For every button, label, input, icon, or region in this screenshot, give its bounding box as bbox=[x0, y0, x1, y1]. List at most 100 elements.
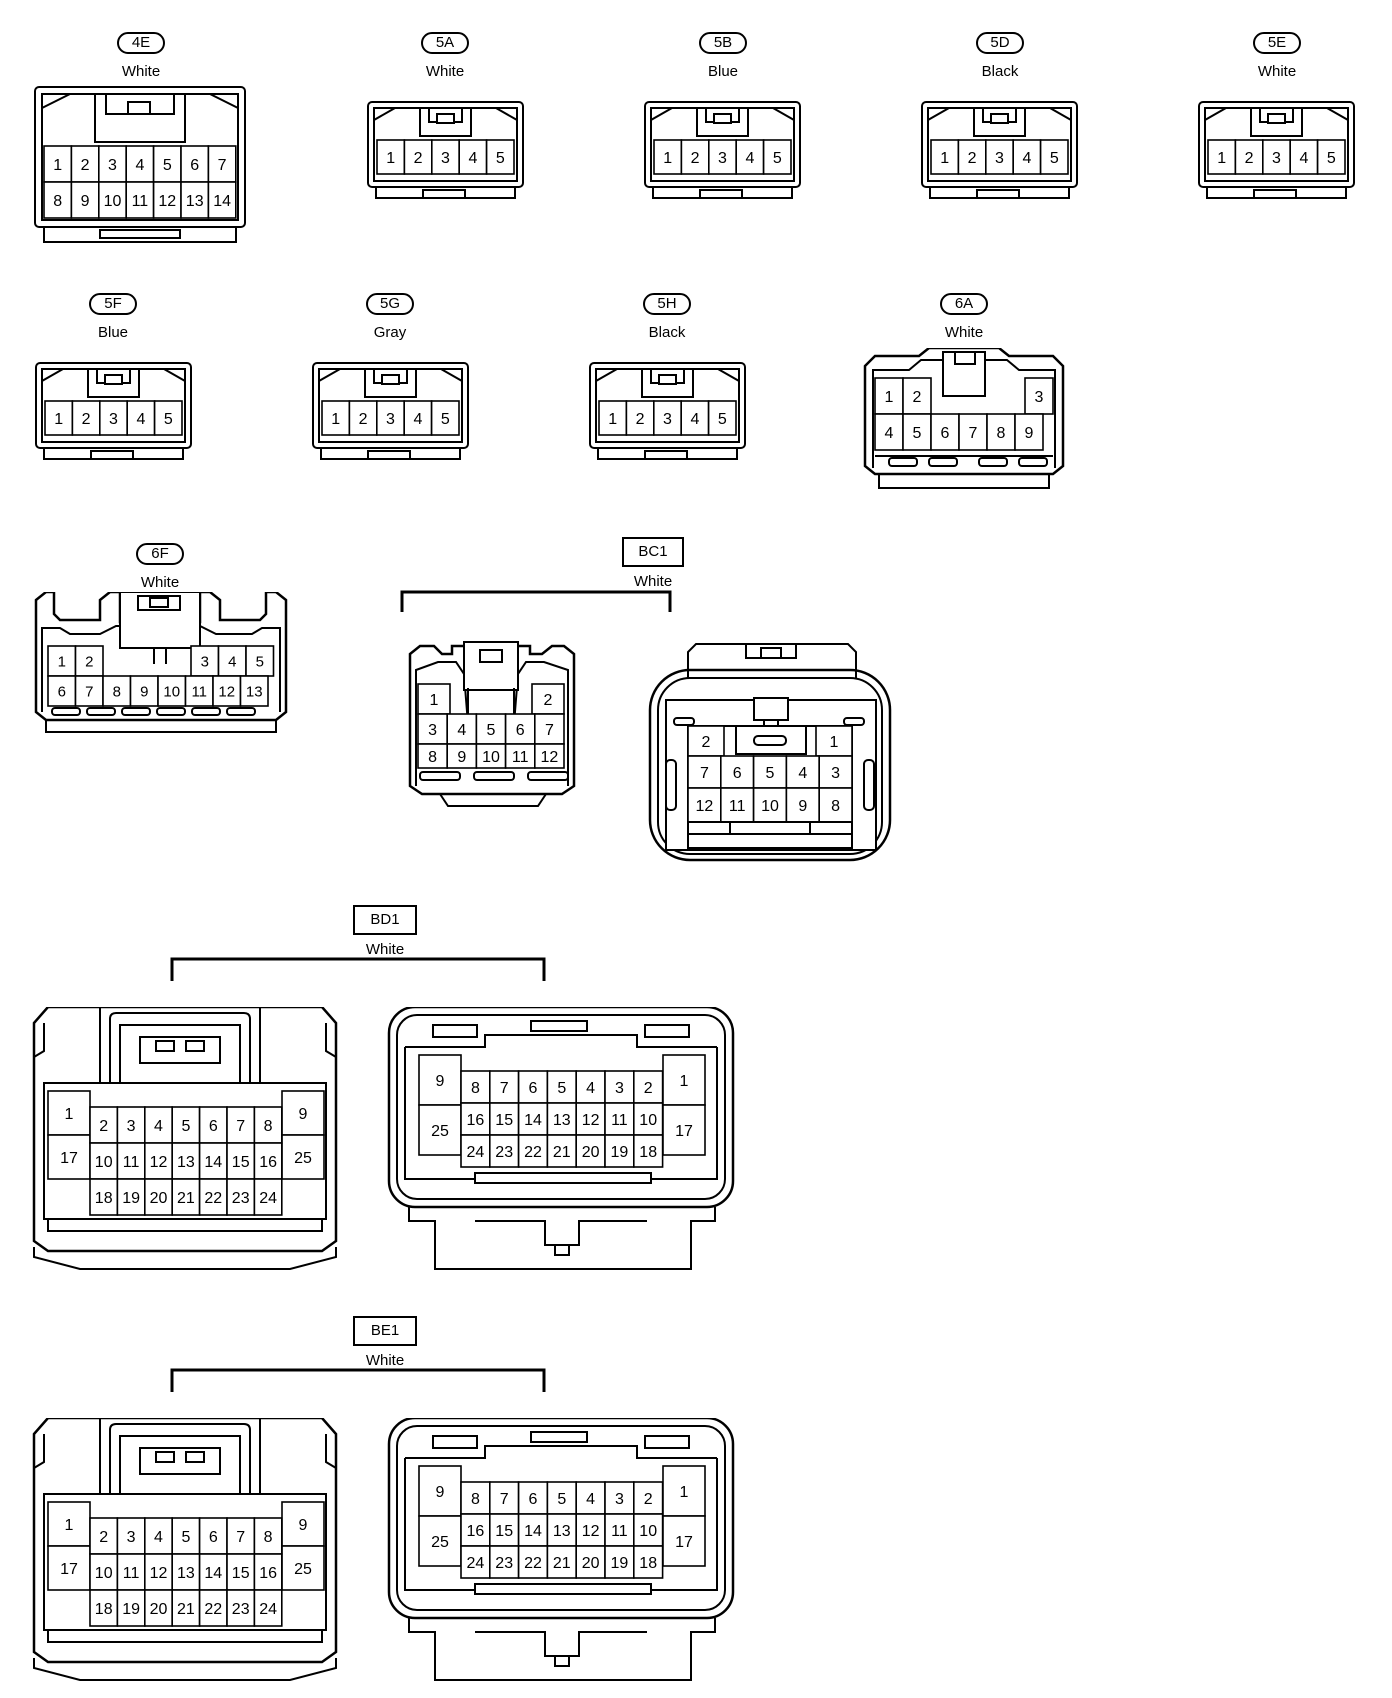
housing-outline bbox=[408, 1618, 716, 1681]
pin-cell bbox=[281, 1501, 325, 1547]
housing-outline bbox=[43, 227, 237, 243]
pin-cell bbox=[489, 1513, 520, 1547]
pin-cell bbox=[89, 1178, 119, 1216]
pin-number: 22 bbox=[524, 1144, 542, 1161]
bracket-line bbox=[170, 957, 546, 981]
housing-part bbox=[863, 759, 875, 811]
pin-number: 1 bbox=[58, 653, 66, 670]
pin-cell bbox=[707, 400, 737, 436]
pin-number: 2 bbox=[99, 1529, 108, 1546]
housing-outline bbox=[373, 107, 518, 144]
housing-part bbox=[139, 1036, 221, 1064]
housing-part bbox=[976, 189, 1020, 199]
pin-number: 5 bbox=[163, 157, 172, 174]
pin-number: 3 bbox=[663, 411, 672, 428]
pin-cell bbox=[504, 743, 536, 769]
pin-cell bbox=[874, 377, 904, 415]
pin-cell bbox=[171, 1589, 201, 1627]
housing-part bbox=[527, 771, 569, 781]
pin-number: 4 bbox=[690, 411, 699, 428]
pin-cell bbox=[460, 1545, 491, 1579]
housing-part bbox=[673, 717, 695, 726]
pin-cell bbox=[785, 755, 820, 789]
housing-part bbox=[90, 450, 134, 460]
pin-number: 1 bbox=[885, 389, 894, 406]
pin-number: 16 bbox=[259, 1154, 277, 1171]
housing-part bbox=[699, 189, 743, 199]
housing-part bbox=[99, 229, 181, 239]
pin-number: 2 bbox=[644, 1491, 653, 1508]
pin-number: 16 bbox=[467, 1112, 485, 1129]
connector-5B-id: 5B bbox=[699, 32, 747, 54]
housing-outline bbox=[927, 107, 1072, 144]
pin-number: 2 bbox=[82, 411, 91, 428]
housing-outline bbox=[45, 720, 277, 733]
pin-number: 19 bbox=[122, 1601, 140, 1618]
pin-number: 6 bbox=[516, 722, 525, 739]
connector-6A-color: White bbox=[944, 324, 984, 341]
pin-number: 2 bbox=[359, 411, 368, 428]
pin-number: 19 bbox=[611, 1144, 629, 1161]
housing-part bbox=[432, 1435, 478, 1449]
pin-number: 11 bbox=[123, 1154, 140, 1171]
pin-number: 21 bbox=[177, 1601, 195, 1618]
housing-part bbox=[644, 1024, 690, 1038]
pin-cell bbox=[708, 139, 738, 175]
housing-part bbox=[156, 707, 186, 716]
housing-part bbox=[419, 771, 461, 781]
housing-part bbox=[554, 1244, 570, 1256]
pin-cell bbox=[207, 181, 237, 219]
housing-part bbox=[104, 374, 123, 385]
pin-number: 3 bbox=[386, 411, 395, 428]
housing-outline bbox=[405, 1445, 717, 1459]
pin-cell bbox=[517, 1513, 549, 1547]
pin-number: 10 bbox=[95, 1565, 113, 1582]
pin-number: 8 bbox=[471, 1491, 480, 1508]
pin-number: 5 bbox=[164, 411, 173, 428]
connector-5B-color: Blue bbox=[707, 63, 739, 80]
pin-number: 8 bbox=[264, 1529, 273, 1546]
housing-outline bbox=[41, 368, 186, 405]
housing-part bbox=[191, 707, 221, 716]
pin-cell bbox=[99, 400, 129, 436]
pin-cell bbox=[376, 400, 406, 436]
connector-5H-color: Black bbox=[648, 324, 686, 341]
housing-part bbox=[978, 457, 1008, 467]
pin-number: 8 bbox=[997, 425, 1006, 442]
pin-cell bbox=[226, 1142, 256, 1180]
pin-number: 14 bbox=[524, 1112, 542, 1129]
pin-number: 23 bbox=[495, 1144, 513, 1161]
pin-number: 5 bbox=[913, 425, 922, 442]
housing-part bbox=[155, 1451, 175, 1463]
pin-number: 3 bbox=[615, 1491, 624, 1508]
pin-number: 5 bbox=[441, 411, 450, 428]
housing-outline bbox=[408, 644, 576, 796]
pin-number: 10 bbox=[163, 683, 180, 700]
pin-number: 1 bbox=[830, 734, 839, 751]
pin-cell bbox=[144, 1517, 174, 1555]
pin-cell bbox=[546, 1134, 577, 1168]
pin-number: 1 bbox=[680, 1073, 689, 1090]
pin-number: 14 bbox=[204, 1565, 222, 1582]
housing-part bbox=[474, 1583, 652, 1595]
pin-cell bbox=[281, 1134, 325, 1180]
pin-number: 4 bbox=[135, 157, 144, 174]
pin-cell bbox=[446, 743, 478, 769]
pin-number: 13 bbox=[553, 1523, 571, 1540]
pin-number: 2 bbox=[85, 653, 93, 670]
connector-BC1-id: BC1 bbox=[622, 537, 684, 567]
pin-cell bbox=[239, 675, 269, 707]
bracket-line bbox=[400, 590, 672, 612]
housing-outline bbox=[32, 1005, 338, 1253]
pin-cell bbox=[153, 400, 183, 436]
pin-number: 19 bbox=[611, 1555, 629, 1572]
pin-cell bbox=[226, 1553, 256, 1591]
pin-cell bbox=[604, 1134, 635, 1168]
pin-number: 6 bbox=[941, 425, 950, 442]
